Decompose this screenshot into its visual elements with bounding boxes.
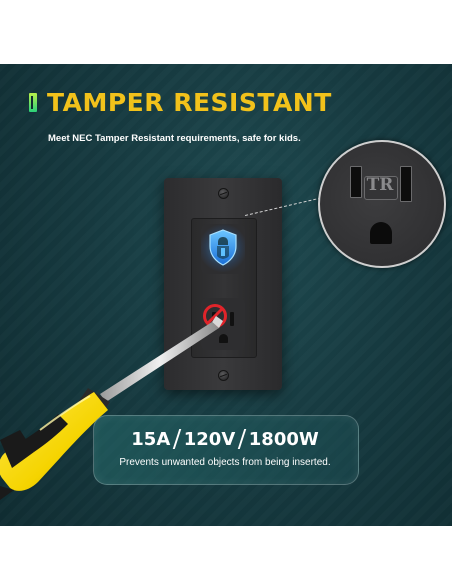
spec-divider: [173, 429, 181, 449]
specs-card: [93, 415, 359, 485]
zoom-ground-hole: [370, 222, 392, 244]
outlet-ground-hole: [219, 334, 228, 343]
specs-note: Prevents unwanted objects from being ins…: [119, 457, 331, 468]
page-subtitle: Meet NEC Tamper Resistant requirements, …: [48, 133, 301, 144]
zoom-tr-shutter: [364, 176, 398, 200]
no-entry-icon: [203, 304, 227, 328]
zoom-detail-circle: TR: [318, 140, 446, 268]
title-accent-bar: [29, 93, 37, 112]
bottom-margin: [0, 526, 452, 584]
spec-wattage: 1800W: [248, 428, 319, 450]
outlet-slot-right: [230, 312, 234, 326]
plate-screw-top: [218, 188, 229, 199]
spec-current: 15A: [131, 428, 171, 450]
zoom-slot-left: [350, 166, 362, 198]
page-title: TAMPER RESISTANT: [47, 88, 332, 117]
spec-voltage: 120V: [183, 428, 236, 450]
spec-divider: [238, 429, 247, 449]
zoom-tr-label: TR: [366, 175, 394, 195]
plate-screw-bottom: [218, 370, 229, 381]
top-margin: [0, 0, 452, 64]
shield-icon: [209, 229, 237, 266]
zoom-slot-right: [400, 166, 412, 202]
specs-row: 15A 120V 1800W: [93, 425, 357, 453]
